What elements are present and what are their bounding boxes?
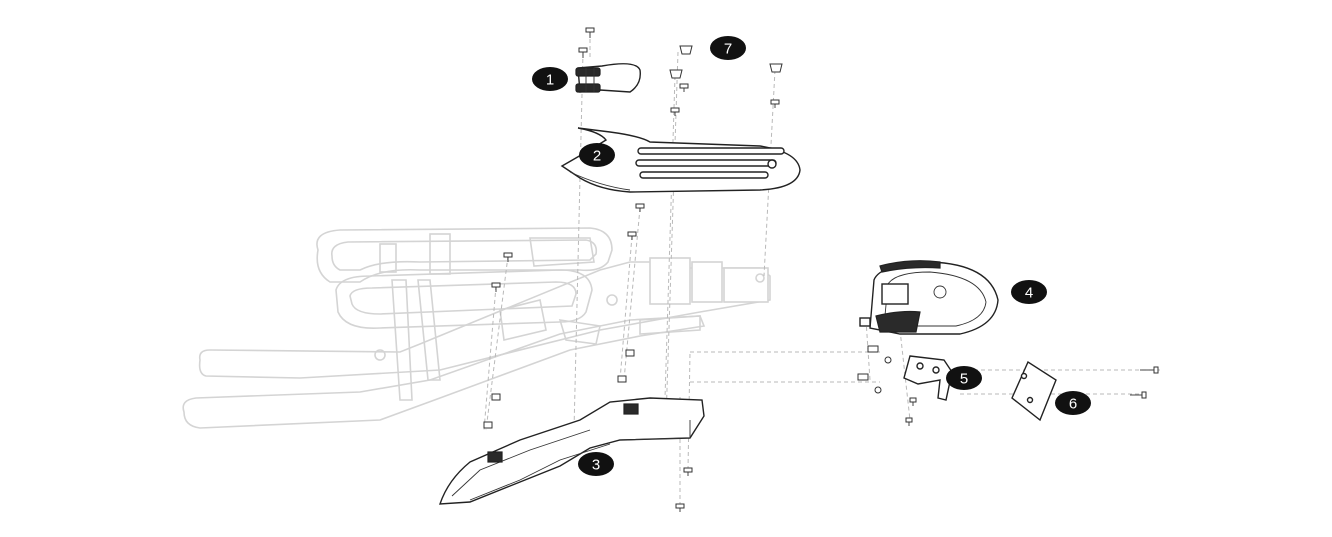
nut-icon (857, 373, 869, 381)
screw-icon (769, 63, 783, 73)
callout-4-label: 4 (1025, 285, 1033, 302)
callout-7: 7 (710, 36, 746, 60)
screw-icon (669, 69, 683, 79)
callout-3-label: 3 (592, 457, 600, 474)
screw-icon (627, 231, 637, 240)
nut-icon (625, 349, 635, 357)
screw-icon (905, 417, 913, 426)
fasteners (483, 27, 1159, 512)
washer-icon (884, 356, 892, 364)
callout-5: 5 (946, 366, 982, 390)
part-3-lower-bracket (439, 397, 705, 505)
part-6-plate (1011, 360, 1057, 422)
nut-icon (483, 421, 493, 429)
callout-2-label: 2 (593, 148, 601, 165)
part-5-mount-bracket (903, 355, 953, 401)
callout-5-label: 5 (960, 371, 968, 388)
screw-icon (491, 282, 501, 292)
part-2-rack-plate (560, 127, 801, 193)
screw-icon (770, 99, 780, 108)
nut-icon (867, 345, 879, 353)
callout-2: 2 (579, 143, 615, 167)
callout-6-label: 6 (1069, 396, 1077, 413)
callout-4: 4 (1011, 280, 1047, 304)
callout-6: 6 (1055, 391, 1091, 415)
screw-icon (679, 83, 689, 92)
screw-icon (578, 47, 588, 58)
screw-icon (909, 397, 917, 406)
screw-icon (675, 503, 685, 512)
nut-icon (617, 375, 627, 383)
part-4-base-plate (859, 260, 999, 335)
screw-icon (635, 203, 645, 212)
screw-icon (503, 252, 513, 262)
screw-icon (683, 467, 693, 476)
screw-icon (585, 27, 595, 38)
screw-icon (670, 107, 680, 116)
screw-icon (679, 45, 693, 55)
callout-3: 3 (578, 452, 614, 476)
bolt-icon (1140, 366, 1159, 374)
callout-7-label: 7 (724, 41, 732, 58)
callout-1-label: 1 (546, 72, 554, 89)
part-1-bracket (575, 63, 641, 93)
callout-1: 1 (532, 67, 568, 91)
nut-icon (491, 393, 501, 401)
bolt-icon (1130, 391, 1147, 399)
ghost-frame (182, 227, 771, 429)
washer-icon (874, 386, 882, 394)
